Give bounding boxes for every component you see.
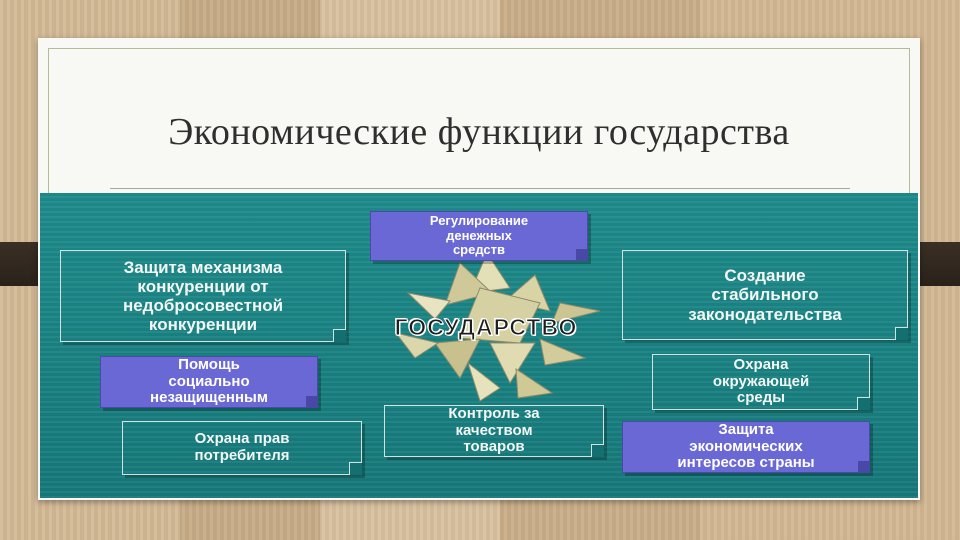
star-shard bbox=[489, 342, 536, 385]
social-help-text: Помощь социально незащищенным bbox=[150, 355, 268, 407]
star-shard bbox=[467, 361, 501, 402]
stable-legislation-text: Создание стабильного законодательства bbox=[688, 266, 842, 324]
star-shard bbox=[551, 302, 601, 324]
star-shard bbox=[434, 338, 481, 379]
state-star-graphic bbox=[394, 251, 601, 402]
slide-title: Экономические функции государства bbox=[168, 111, 790, 153]
economic-interests-text: Защита экономических интересов страны bbox=[677, 420, 815, 472]
competition-protection-box: Защита механизма конкуренции от недоброс… bbox=[60, 250, 346, 342]
quality-control-box: Контроль за качеством товаров bbox=[384, 405, 604, 457]
money-regulation-text: Регулирование денежных средств bbox=[429, 213, 529, 258]
quality-control-text: Контроль за качеством товаров bbox=[448, 404, 540, 456]
consumer-rights-box: Охрана прав потребителя bbox=[122, 421, 362, 475]
slide: Экономические функции государства ГОСУДА… bbox=[38, 38, 920, 500]
star-shard bbox=[406, 292, 451, 320]
star-shard bbox=[515, 368, 554, 399]
star-shards bbox=[394, 251, 601, 402]
star-shard bbox=[539, 338, 587, 366]
state-label: ГОСУДАРСТВО bbox=[394, 314, 578, 341]
environment-protection-box: Охрана окружающей среды bbox=[652, 354, 870, 410]
stable-legislation-box: Создание стабильного законодательства bbox=[622, 250, 908, 340]
title-divider bbox=[110, 188, 850, 189]
social-help-box: Помощь социально незащищенным bbox=[100, 356, 318, 408]
economic-interests-box: Защита экономических интересов страны bbox=[622, 421, 870, 473]
functions-diagram: ГОСУДАРСТВО Регулирование денежных средс… bbox=[40, 193, 918, 498]
environment-protection-text: Охрана окружающей среды bbox=[712, 355, 810, 407]
consumer-rights-text: Охрана прав потребителя bbox=[194, 430, 290, 464]
star-shard bbox=[394, 332, 440, 359]
money-regulation-box: Регулирование денежных средств bbox=[370, 211, 588, 261]
competition-protection-text: Защита механизма конкуренции от недоброс… bbox=[122, 257, 284, 335]
